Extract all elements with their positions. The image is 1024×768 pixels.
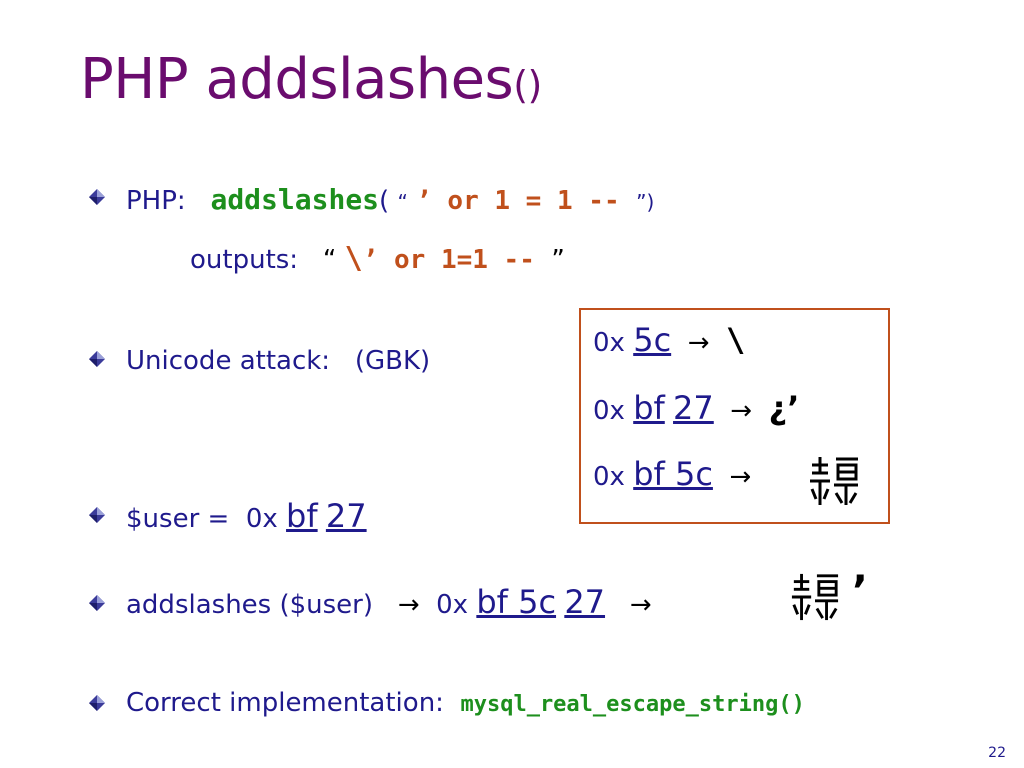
addslashes-func: addslashes: [210, 183, 380, 216]
gbk-encoding-box: [579, 308, 890, 524]
diamond-bullet-icon: [88, 594, 106, 612]
diamond-bullet-icon: [88, 694, 106, 712]
outputs-left-quote: “: [322, 245, 337, 275]
user-assign-line: $user = 0x bf 27: [126, 500, 367, 532]
right-quote: ”: [636, 190, 647, 214]
box-result: \: [726, 321, 746, 359]
slide-title: PHP addslashes(): [80, 52, 542, 108]
mysql-escape-func: mysql_real_escape_string(): [460, 692, 805, 717]
addslashes-user-line: addslashes ($user) → 0x bf 5c 27 →: [126, 586, 652, 618]
hex-byte: 27: [325, 497, 367, 535]
outputs-label: outputs:: [190, 245, 299, 275]
trailing-quote: ’: [852, 566, 868, 615]
hex-byte: bf: [633, 389, 665, 427]
addslashes-user-label: addslashes ($user): [126, 590, 374, 620]
hex-byte: 5c: [633, 321, 672, 359]
hex-byte: bf: [286, 497, 318, 535]
arrow-icon: →: [729, 462, 752, 492]
title-main: PHP addslashes: [80, 47, 514, 112]
hex-byte: 27: [673, 389, 714, 427]
hex-prefix: 0x: [245, 504, 278, 534]
hex-prefix: 0x: [593, 462, 625, 492]
hex-byte: bf 5c: [476, 583, 557, 621]
correct-impl-line: Correct implementation: mysql_real_escap…: [126, 690, 805, 716]
arrow-icon: →: [397, 590, 420, 620]
php-label: PHP:: [126, 186, 186, 216]
diamond-bullet-icon: [88, 350, 106, 368]
close-paren: ): [646, 190, 655, 214]
escaped-arg: ’ or 1=1 --: [362, 245, 535, 275]
hex-prefix: 0x: [593, 328, 625, 358]
outputs-line: outputs: “ \’ or 1=1 -- ”: [190, 244, 565, 274]
diamond-bullet-icon: [88, 506, 106, 524]
unicode-attack-text: Unicode attack: (GBK): [126, 346, 431, 376]
box-row-2: 0x bf 27 → ¿’: [593, 392, 799, 424]
outputs-right-quote: ”: [551, 245, 565, 275]
user-label: $user =: [126, 504, 230, 534]
hex-prefix: 0x: [436, 590, 469, 620]
box-row-3: 0x bf 5c →: [593, 458, 751, 490]
hex-byte: bf 5c: [633, 455, 713, 493]
left-quote: “: [397, 190, 408, 214]
box-result: ¿’: [768, 389, 800, 427]
open-paren: (: [379, 186, 390, 216]
correct-impl-label: Correct implementation:: [126, 688, 444, 718]
page-number: 22: [988, 745, 1006, 761]
cjk-character-icon: [790, 572, 840, 626]
hex-byte: 27: [564, 583, 606, 621]
cjk-character-icon: [808, 455, 860, 511]
arrow-icon: →: [730, 396, 753, 426]
bullet-php-line: PHP: addslashes( “ ’ or 1 = 1 -- ”): [126, 183, 655, 216]
diamond-bullet-icon: [88, 188, 106, 206]
box-row-1: 0x 5c → \: [593, 324, 745, 356]
title-paren: (): [513, 63, 542, 107]
hex-prefix: 0x: [593, 396, 625, 426]
arrow-icon: →: [629, 590, 652, 620]
arrow-icon: →: [687, 328, 710, 358]
escape-backslash: \: [344, 241, 363, 276]
injection-arg: ’ or 1 = 1 --: [416, 186, 620, 216]
